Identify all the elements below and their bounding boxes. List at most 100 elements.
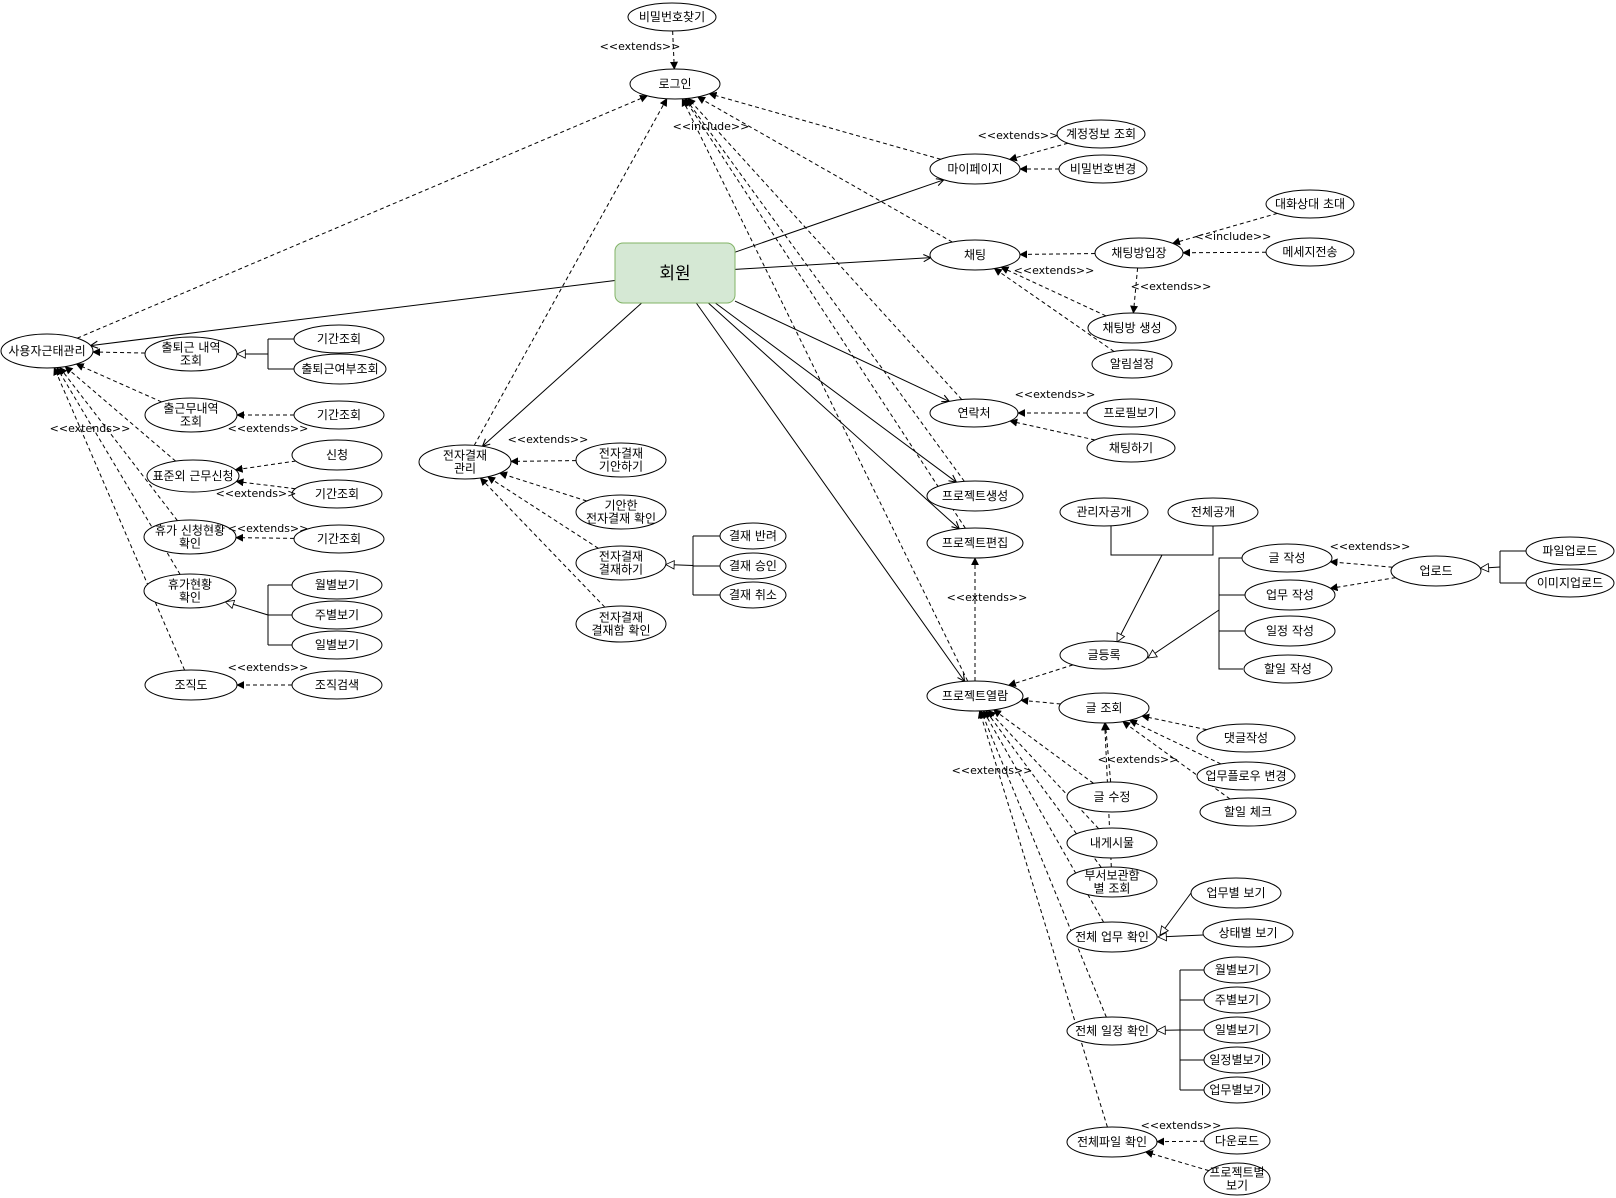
usecase-u2[interactable]: 로그인 (629, 68, 721, 100)
usecase-u33[interactable]: 조직도 (144, 669, 238, 701)
usecase-u16[interactable]: 프로젝트편집 (926, 527, 1024, 559)
usecase-u70[interactable]: 다운로드 (1203, 1127, 1271, 1155)
usecase-u18[interactable]: 사용자근태관리 (0, 333, 94, 369)
usecase-u34[interactable]: 조직검색 (291, 670, 383, 700)
usecase-u58[interactable]: 내게시물 (1066, 827, 1158, 859)
usecase-label: 전체 일정 확인 (1075, 1024, 1149, 1038)
usecase-u69[interactable]: 전체파일 확인 (1066, 1126, 1158, 1158)
usecase-u65[interactable]: 주별보기 (1203, 986, 1271, 1014)
usecase-u48[interactable]: 할일 작성 (1243, 654, 1333, 684)
usecase-u11[interactable]: 알림설정 (1091, 349, 1173, 379)
dependency-edge-u42-u35 (479, 477, 606, 608)
usecase-u15[interactable]: 프로젝트생성 (926, 480, 1024, 512)
usecase-label: 조직검색 (315, 678, 359, 692)
usecase-u4[interactable]: 계정정보 조회 (1056, 119, 1146, 149)
usecase-label: 메세지전송 (1282, 245, 1337, 259)
usecase-u64[interactable]: 월별보기 (1203, 956, 1271, 984)
usecase-u57[interactable]: 글 수정 (1066, 781, 1158, 813)
usecase-label: 일별보기 (315, 638, 359, 652)
usecase-u20[interactable]: 기간조회 (293, 324, 385, 354)
usecase-label: 결재 반려 (729, 529, 777, 543)
usecase-u67[interactable]: 일정별보기 (1203, 1046, 1271, 1074)
usecase-label: 대화상대 초대 (1275, 197, 1345, 211)
usecase-shape (0, 333, 94, 369)
usecase-u46[interactable]: 업무 작성 (1244, 579, 1336, 611)
usecase-u68[interactable]: 업무별보기 (1203, 1076, 1271, 1104)
usecase-u62[interactable]: 상태별 보기 (1202, 918, 1294, 948)
actor-member[interactable]: 회원 (614, 242, 736, 304)
usecase-u41[interactable]: 결재 취소 (719, 581, 787, 609)
usecase-u51[interactable]: 이미지업로드 (1525, 568, 1615, 598)
usecase-u40[interactable]: 결재 승인 (719, 552, 787, 580)
usecase-u55[interactable]: 업무플로우 변경 (1196, 761, 1296, 791)
usecase-u25[interactable]: 신청 (291, 439, 383, 471)
usecase-u6[interactable]: 채팅 (929, 239, 1021, 271)
usecase-shape (1199, 797, 1297, 827)
usecase-u52[interactable]: 글등록 (1059, 640, 1149, 670)
usecase-shape (1203, 1076, 1271, 1104)
usecase-shape (1087, 312, 1177, 344)
usecase-u43[interactable]: 관리자공개 (1059, 497, 1149, 527)
usecase-u3[interactable]: 마이페이지 (929, 153, 1021, 185)
usecase-u23[interactable]: 기간조회 (293, 400, 385, 430)
usecase-shape (1244, 615, 1336, 647)
usecase-u49[interactable]: 업로드 (1390, 555, 1482, 587)
usecase-u7[interactable]: 채팅방입장 (1094, 237, 1184, 269)
usecase-u50[interactable]: 파일업로드 (1525, 536, 1615, 566)
dependency-edge-u27-u18 (59, 366, 178, 521)
usecase-u66[interactable]: 일별보기 (1203, 1016, 1271, 1044)
usecase-label: 기간조회 (315, 487, 359, 501)
stereotype-label: <<extends>> (508, 433, 589, 446)
usecase-u9[interactable]: 메세지전송 (1265, 237, 1355, 267)
usecase-u31[interactable]: 주별보기 (291, 600, 383, 630)
generalization-edge-u52-right (1148, 609, 1220, 658)
usecase-shape (929, 398, 1019, 428)
usecase-u53[interactable]: 글 조회 (1058, 692, 1150, 724)
usecase-shape (1058, 154, 1148, 184)
stereotype-label: <<extends>> (1098, 753, 1179, 766)
usecase-u13[interactable]: 프로필보기 (1086, 398, 1176, 428)
usecase-shape (629, 68, 721, 100)
usecase-label: 채팅 (964, 248, 986, 262)
usecase-u5[interactable]: 비밀번호변경 (1058, 154, 1148, 184)
usecase-u24[interactable]: 표준외 근무신청 (146, 459, 240, 493)
dependency-edge-u16-u2 (684, 97, 966, 529)
usecase-u54[interactable]: 댓글작성 (1196, 723, 1296, 753)
usecase-u21[interactable]: 출퇴근여부조회 (293, 353, 387, 385)
usecase-u47[interactable]: 일정 작성 (1244, 615, 1336, 647)
usecase-u32[interactable]: 일별보기 (291, 630, 383, 660)
usecase-u61[interactable]: 업무별 보기 (1190, 877, 1282, 909)
usecase-label: 비밀번호찾기 (639, 10, 705, 24)
usecase-u44[interactable]: 전체공개 (1167, 497, 1259, 527)
usecase-u39[interactable]: 결재 반려 (719, 522, 787, 550)
usecase-u17[interactable]: 프로젝트열람 (926, 680, 1024, 712)
usecase-u30[interactable]: 월별보기 (291, 570, 383, 600)
stereotype-label: <<extends>> (1014, 264, 1095, 277)
usecase-u12[interactable]: 연락처 (929, 398, 1019, 428)
usecase-u63[interactable]: 전체 일정 확인 (1066, 1016, 1158, 1046)
usecase-shape (291, 630, 383, 660)
usecase-u1[interactable]: 비밀번호찾기 (627, 2, 717, 32)
usecase-u14[interactable]: 채팅하기 (1086, 433, 1176, 463)
usecase-u60[interactable]: 전체 업무 확인 (1066, 921, 1158, 953)
usecase-u8[interactable]: 대화상대 초대 (1265, 189, 1355, 219)
usecase-u10[interactable]: 채팅방 생성 (1087, 312, 1177, 344)
usecase-u28[interactable]: 기간조회 (293, 524, 385, 554)
usecase-u56[interactable]: 할일 체크 (1199, 797, 1297, 827)
usecase-shape (1390, 555, 1482, 587)
usecase-u26[interactable]: 기간조회 (291, 479, 383, 509)
usecase-u45[interactable]: 글 작성 (1241, 543, 1333, 573)
generalization-edge-u60-b (1158, 935, 1204, 937)
